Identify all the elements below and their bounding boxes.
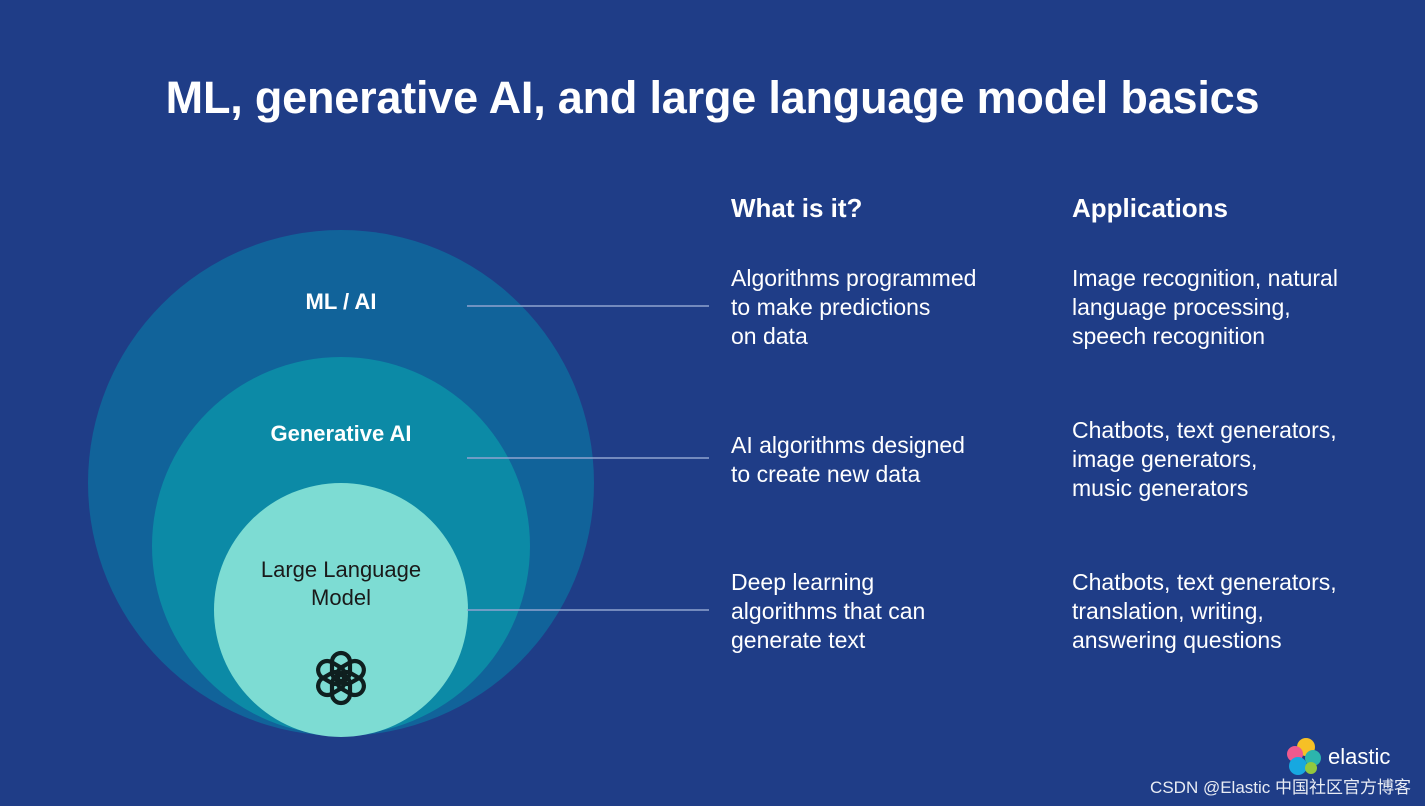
circle-label-generative-ai: Generative AI	[270, 421, 412, 446]
circle-label-ml-ai: ML / AI	[305, 289, 377, 314]
what-ml-ai: Algorithms programmed to make prediction…	[731, 265, 977, 349]
circle-label-llm: Large Language Model	[260, 557, 422, 610]
what-generative-ai: AI algorithms designed to create new dat…	[731, 432, 965, 487]
openai-logo-icon	[316, 650, 366, 706]
column-header-what: What is it?	[731, 193, 863, 223]
llm-circle	[214, 483, 468, 737]
watermark: CSDN @Elastic 中国社区官方博客	[1150, 778, 1411, 797]
applications-generative-ai: Chatbots, text generators, image generat…	[1072, 417, 1337, 501]
what-llm: Deep learning algorithms that can genera…	[731, 569, 926, 653]
elastic-logo-icon	[1287, 738, 1321, 775]
column-header-applications: Applications	[1072, 193, 1229, 223]
applications-llm: Chatbots, text generators, translation, …	[1072, 569, 1337, 653]
applications-ml-ai: Image recognition, natural language proc…	[1072, 265, 1338, 349]
page-title: ML, generative AI, and large language mo…	[165, 72, 1260, 123]
elastic-brand: elastic	[1284, 737, 1390, 777]
elastic-wordmark: elastic	[1328, 744, 1391, 769]
